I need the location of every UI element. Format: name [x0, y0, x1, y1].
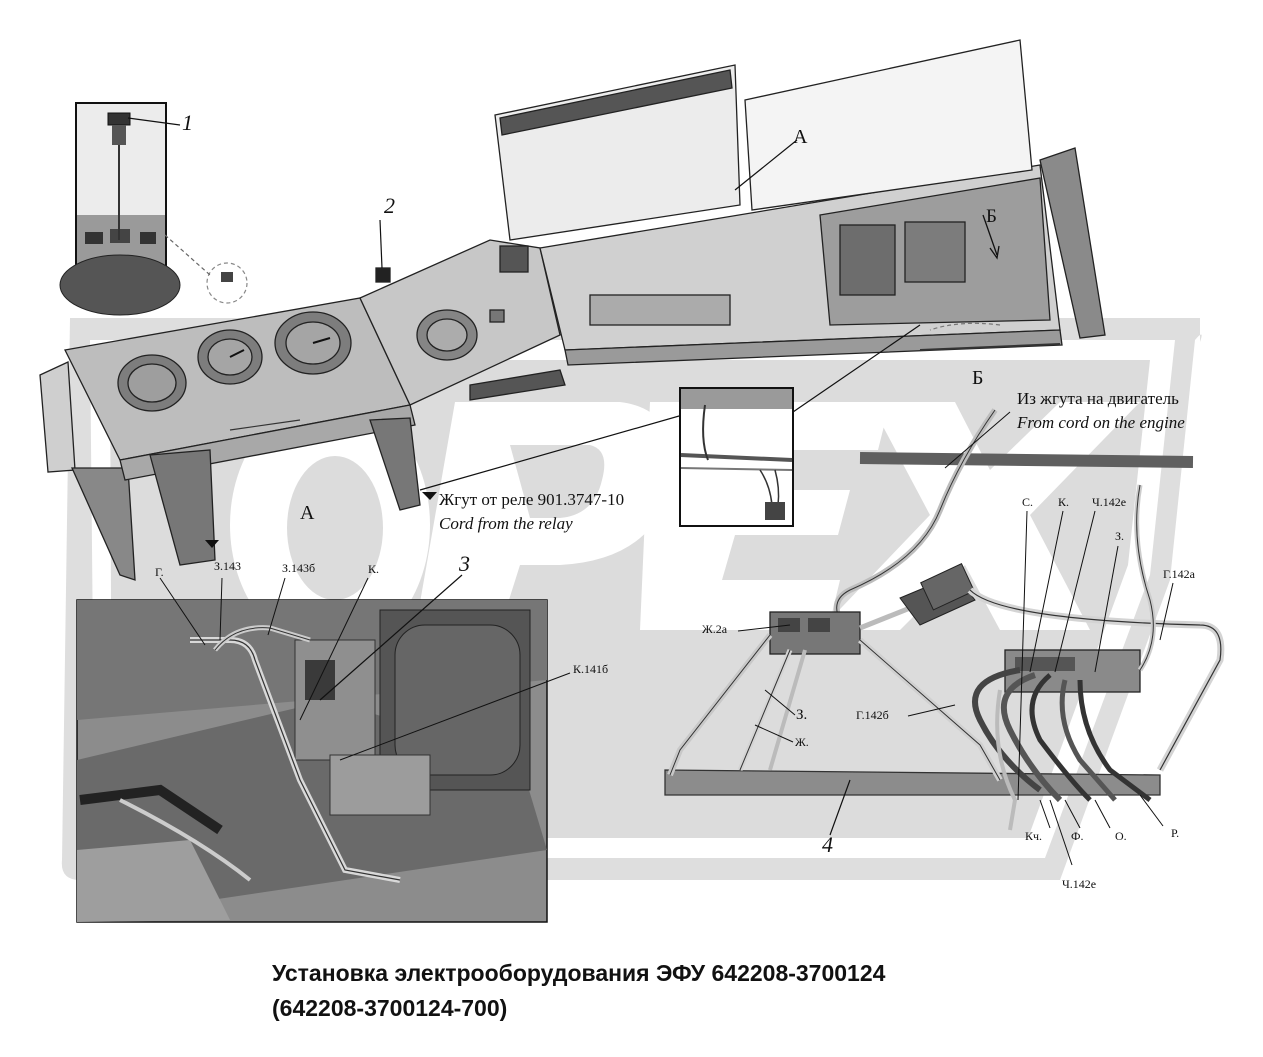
callout-2: 2 [384, 193, 395, 218]
wire-label-zh: Ж. [795, 735, 809, 749]
wire-label-ch142e-bottom: Ч.142е [1062, 877, 1097, 891]
wire-label-zh2a: Ж.2а [702, 622, 728, 636]
note-relay-ru: Жгут от реле 901.3747-10 [439, 490, 625, 509]
wire-label-s: С. [1022, 495, 1034, 509]
wire-label-ch142e-top: Ч.142е [1092, 495, 1127, 509]
relay-cord-inset [679, 387, 794, 527]
view-b-marker: Б [986, 206, 997, 227]
caption-line-2: (642208-3700124-700) [272, 995, 508, 1021]
wire-label-k: К. [368, 562, 380, 576]
wire-label-z-top: З. [1115, 529, 1125, 543]
wire-label-g142b: Г.142б [856, 708, 889, 722]
wire-label-z-mid: З. [796, 707, 808, 723]
callout-4: 4 [822, 832, 833, 857]
view-b-detail-label: Б [972, 367, 984, 389]
wire-label-k-b: К. [1058, 495, 1070, 509]
wire-label-kch: Кч. [1025, 829, 1043, 843]
note-engine-ru: Из жгута на двигатель [1017, 389, 1179, 408]
view-a-marker: А [793, 126, 808, 148]
wire-label-f: Ф. [1071, 829, 1084, 843]
wire-label-k141b: К.141б [573, 662, 609, 676]
caption-line-1: Установка электрооборудования ЭФУ 642208… [272, 960, 886, 986]
switch-detail-inset [59, 102, 181, 316]
view-a-inset-label: А [300, 502, 315, 524]
wire-label-g142a: Г.142а [1163, 567, 1195, 581]
wire-label-z143: З.143 [214, 559, 242, 573]
switch-detail-marker [206, 262, 248, 304]
photo-detail-a [76, 599, 548, 923]
instrument-panel [39, 39, 1106, 581]
switch-icon [221, 272, 233, 282]
callout-1: 1 [182, 110, 193, 135]
wire-label-g: Г. [155, 565, 164, 579]
harness-detail-b [664, 408, 1225, 831]
note-engine-en: From cord on the engine [1017, 413, 1185, 432]
wire-label-r: Р. [1171, 826, 1180, 840]
callout-3: 3 [459, 551, 470, 576]
wire-label-z143b: З.143б [282, 561, 316, 575]
note-relay-en: Cord from the relay [439, 514, 573, 533]
wire-label-o: О. [1115, 829, 1127, 843]
